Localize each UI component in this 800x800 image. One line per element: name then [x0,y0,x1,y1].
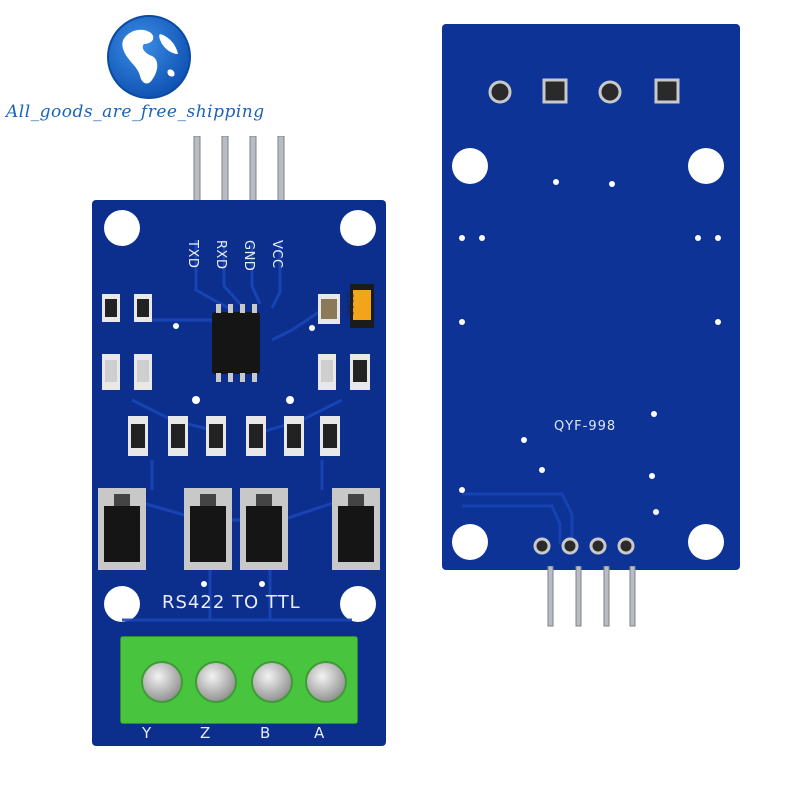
board-model-label: QYF-998 [554,419,617,434]
screw-icon [251,661,293,703]
mounting-hole [340,210,376,246]
pin-label-rxd: RXD [213,240,228,270]
mounting-hole [340,586,376,622]
screw-icon [195,661,237,703]
mounting-hole [104,586,140,622]
pin-label-txd: TXD [185,240,200,269]
globe-icon [107,15,191,99]
front-circuit [98,240,380,622]
terminal-label-b: B [260,724,271,742]
back-pcb: QYF-998 [442,24,740,570]
capacitor-label: C106 [344,292,354,316]
back-circuit [459,78,721,555]
mounting-hole [452,148,488,184]
screw-icon [141,661,183,703]
pin-label-gnd: GND [241,240,256,272]
screw-icon [305,661,347,703]
back-header-pins [547,566,636,627]
mounting-hole [688,148,724,184]
mounting-hole [104,210,140,246]
mounting-hole [688,524,724,560]
terminal-label-z: Z [200,724,211,742]
mounting-hole [452,524,488,560]
terminal-label-y: Y [142,724,152,742]
screw-terminal-block [120,636,358,724]
terminal-label-a: A [314,724,325,742]
watermark-text: All_goods_are_free_shipping [6,102,265,122]
pin-label-vcc: VCC [269,240,284,269]
board-title: RS422 TO TTL [162,592,301,613]
